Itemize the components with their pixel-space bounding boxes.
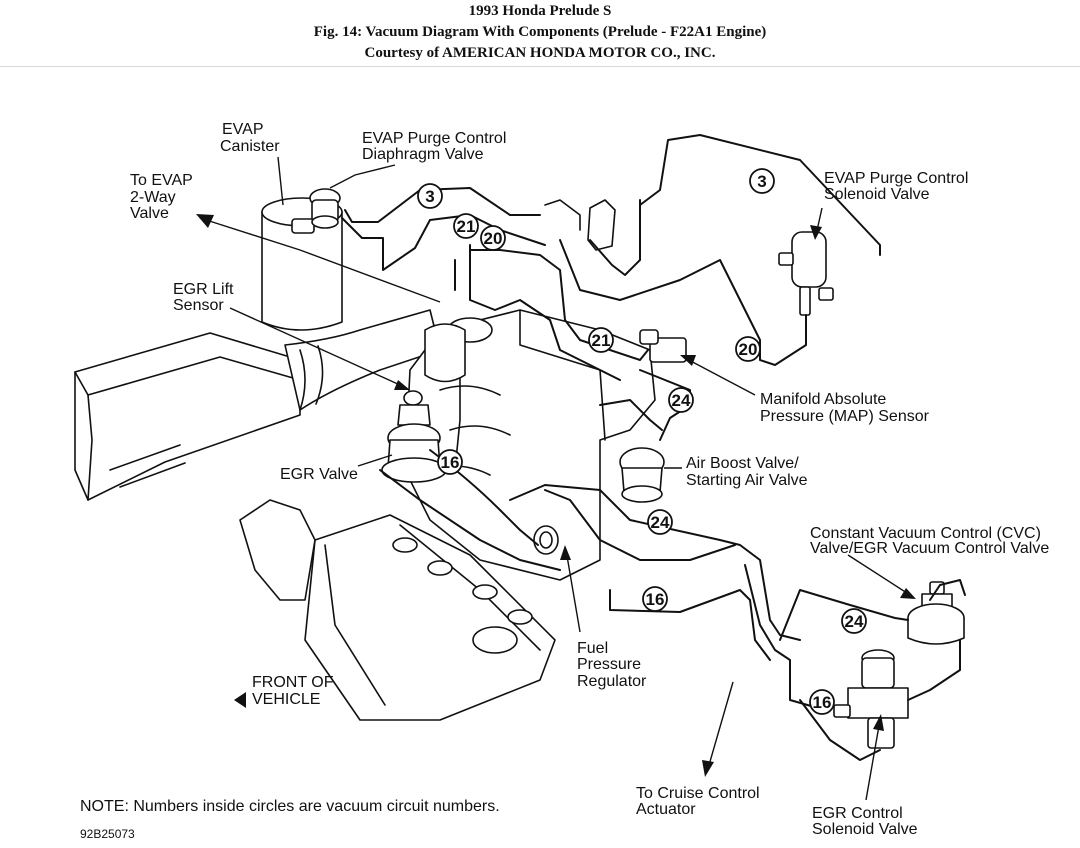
air-boost-valve xyxy=(619,447,665,503)
svg-text:Sensor: Sensor xyxy=(173,297,224,314)
svg-text:24: 24 xyxy=(651,513,670,532)
label-cruise-control-actuator: To Cruise Control Actuator xyxy=(636,785,760,818)
svg-text:2-Way: 2-Way xyxy=(130,189,176,206)
label-fuel-pressure-regulator: Fuel Pressure Regulator xyxy=(577,640,647,690)
svg-text:Solenoid Valve: Solenoid Valve xyxy=(824,186,930,203)
label-purge-diaphragm-valve: EVAP Purge Control Diaphragm Valve xyxy=(362,130,506,163)
svg-text:20: 20 xyxy=(739,340,758,359)
header-divider xyxy=(0,66,1080,67)
svg-text:EGR Lift: EGR Lift xyxy=(173,281,234,298)
circuit-21-mid: 21 xyxy=(588,327,614,353)
svg-text:21: 21 xyxy=(592,331,611,350)
svg-text:3: 3 xyxy=(425,187,434,206)
purge-solenoid-valve xyxy=(778,231,834,316)
svg-text:21: 21 xyxy=(457,217,476,236)
air-cleaner-housing xyxy=(74,332,301,501)
svg-text:Manifold Absolute: Manifold Absolute xyxy=(760,391,886,408)
label-egr-control-solenoid: EGR Control Solenoid Valve xyxy=(812,805,918,838)
egr-control-solenoid xyxy=(833,649,909,749)
label-front-of-vehicle: FRONT OF VEHICLE xyxy=(252,674,334,708)
circuit-16-egr: 16 xyxy=(437,449,463,475)
distributor-housing xyxy=(239,499,316,601)
circuit-24-cvc: 24 xyxy=(841,608,867,634)
intake-duct xyxy=(284,309,441,411)
svg-text:Pressure (MAP) Sensor: Pressure (MAP) Sensor xyxy=(760,408,930,425)
svg-text:Actuator: Actuator xyxy=(636,801,696,818)
svg-text:Pressure: Pressure xyxy=(577,656,641,673)
circuit-21-top: 21 xyxy=(453,213,479,239)
svg-text:16: 16 xyxy=(646,590,665,609)
svg-text:FRONT OF: FRONT OF xyxy=(252,674,334,691)
svg-text:Constant Vacuum Control (CVC): Constant Vacuum Control (CVC) xyxy=(810,525,1041,542)
header-figure-title: Fig. 14: Vacuum Diagram With Components … xyxy=(313,24,767,40)
svg-text:Valve: Valve xyxy=(130,205,169,222)
svg-text:VEHICLE: VEHICLE xyxy=(252,691,320,708)
leader-lines xyxy=(196,156,916,801)
svg-text:20: 20 xyxy=(484,229,503,248)
diagram-note: NOTE: Numbers inside circles are vacuum … xyxy=(80,798,500,815)
cvc-valve xyxy=(907,581,965,645)
svg-text:16: 16 xyxy=(441,453,460,472)
header-vehicle: 1993 Honda Prelude S xyxy=(468,3,612,19)
purge-diaphragm-valve xyxy=(309,188,341,229)
svg-text:EGR Control: EGR Control xyxy=(812,805,903,822)
label-map-sensor: Manifold Absolute Pressure (MAP) Sensor xyxy=(760,391,930,425)
map-sensor xyxy=(639,329,687,363)
label-cvc-valve: Constant Vacuum Control (CVC) Valve/EGR … xyxy=(810,525,1049,557)
valve-cover xyxy=(304,514,556,721)
label-egr-valve: EGR Valve xyxy=(280,466,358,483)
svg-text:Diaphragm Valve: Diaphragm Valve xyxy=(362,146,484,163)
circuit-3-right: 3 xyxy=(749,168,775,194)
header-courtesy: Courtesy of AMERICAN HONDA MOTOR CO., IN… xyxy=(364,45,716,61)
svg-text:24: 24 xyxy=(845,612,864,631)
intake-plenum xyxy=(404,309,656,581)
circuit-24-mid: 24 xyxy=(647,509,673,535)
circuit-16-solenoid: 16 xyxy=(809,689,835,715)
svg-text:16: 16 xyxy=(813,693,832,712)
svg-text:Valve/EGR Vacuum Control Valve: Valve/EGR Vacuum Control Valve xyxy=(810,540,1049,557)
svg-text:3: 3 xyxy=(757,172,766,191)
label-purge-solenoid-valve: EVAP Purge Control Solenoid Valve xyxy=(824,170,968,203)
svg-text:Fuel: Fuel xyxy=(577,640,608,657)
front-arrow xyxy=(234,692,246,708)
fuel-pressure-regulator xyxy=(533,525,559,555)
svg-text:Canister: Canister xyxy=(220,138,280,155)
circuit-16-lower: 16 xyxy=(642,586,668,612)
svg-text:Solenoid Valve: Solenoid Valve xyxy=(812,821,918,838)
label-to-evap-2way-valve: To EVAP 2-Way Valve xyxy=(130,172,193,222)
circuit-24-upper: 24 xyxy=(668,387,694,413)
svg-text:EVAP Purge Control: EVAP Purge Control xyxy=(362,130,506,147)
circuit-3-left: 3 xyxy=(417,183,443,209)
svg-text:EVAP Purge Control: EVAP Purge Control xyxy=(824,170,968,187)
label-evap-canister: EVAP Canister xyxy=(220,121,280,155)
svg-text:To Cruise Control: To Cruise Control xyxy=(636,785,760,802)
label-egr-lift-sensor: EGR Lift Sensor xyxy=(173,281,234,314)
egr-valve xyxy=(381,390,447,483)
svg-text:Regulator: Regulator xyxy=(577,673,647,690)
circuit-20-top: 20 xyxy=(480,225,506,251)
label-air-boost-valve: Air Boost Valve/ Starting Air Valve xyxy=(686,455,808,489)
svg-text:24: 24 xyxy=(672,391,691,410)
svg-text:EGR Valve: EGR Valve xyxy=(280,466,358,483)
figure-code: 92B25073 xyxy=(80,827,135,841)
connector-block xyxy=(544,199,616,251)
svg-text:Air Boost Valve/: Air Boost Valve/ xyxy=(686,455,799,472)
throttle-body xyxy=(424,323,466,383)
svg-text:Starting Air Valve: Starting Air Valve xyxy=(686,472,808,489)
svg-text:EVAP: EVAP xyxy=(222,121,264,138)
figure-header: 1993 Honda Prelude S Fig. 14: Vacuum Dia… xyxy=(0,0,1080,63)
svg-text:To EVAP: To EVAP xyxy=(130,172,193,189)
circuit-20-mid: 20 xyxy=(735,336,761,362)
